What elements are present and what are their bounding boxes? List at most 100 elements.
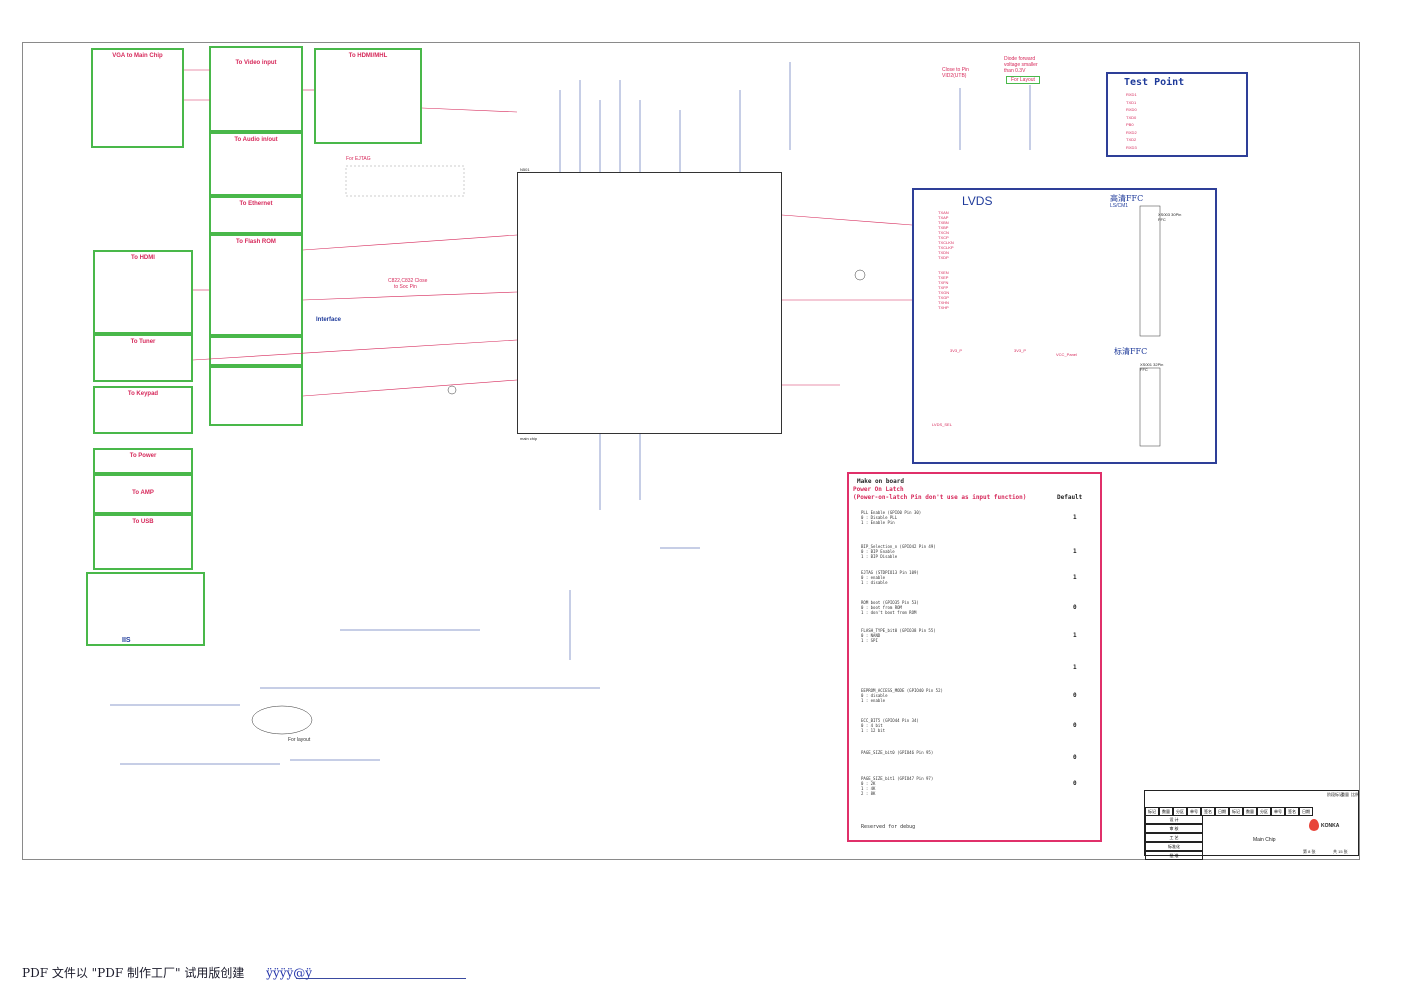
title-block-header-cell: 分区 [1257,807,1271,816]
boot-item-default: 0 [1073,754,1077,761]
main-chip-ref: N501 [520,167,530,172]
lvds-net: TXDP [938,255,949,260]
block-hdmi: To HDMI [93,250,193,334]
boot-item-option: 1 : enable [861,698,886,703]
block-ethernet: To Ethernet [209,196,303,234]
block-keypad-title: To Keypad [127,391,159,397]
title-block-header-cell: 日期 [1299,807,1313,816]
lvds-power-4: LVDS_SEL [932,422,952,427]
block-amp-title: To AMP [132,490,154,496]
title-block-row-cell: 审 核 [1145,824,1203,833]
title-block: 标记数量分区单号签名日期标记数量分区单号签名日期 设 计审 核工 艺标准化批 准… [1144,790,1359,860]
block-hdmi-mhl-title: To HDMI/MHL [348,53,388,59]
boot-item-option: 0 : 4 bit [861,723,883,728]
footer-text: PDF 文件以 "PDF 制作工厂" 试用版创建 ÿÿÿÿ@ÿ [22,964,312,981]
block-vga: VGA to Main Chip [91,48,184,148]
lvds-high-ffc-sub: LS/CM1 [1110,203,1129,209]
test-point-title: Test Point [1124,77,1185,88]
block-tuner-title: To Tuner [130,339,156,345]
title-block-row-cell: 工 艺 [1145,833,1203,842]
boot-item-default: 0 [1073,722,1077,729]
lvds-net: TXFP [938,285,949,290]
footer-link[interactable]: ÿÿÿÿ@ÿ [266,966,313,980]
boot-title-2: Power On Latch [853,486,904,493]
boot-item-option: 1 : BIP Disable [861,554,898,559]
title-block-sheet-title: Main Chip [1253,837,1276,843]
title-block-header-cell: 日期 [1215,807,1229,816]
block-vga-title: VGA to Main Chip [112,53,163,59]
lvds-conn1: XS003 30Pin FFC [1158,212,1182,222]
title-block-header-cell: 单号 [1271,807,1285,816]
schematic-sheet [22,42,1360,860]
block-amp: To AMP [93,474,193,514]
note-diode-1: Diode forward [1004,56,1036,62]
block-power-title: To Power [129,453,157,459]
lvds-net: TXGP [938,295,949,300]
boot-item-option: 0 : disable [861,693,888,698]
title-block-row-cell: 设 计 [1145,815,1203,824]
boot-item-name: PAGE_SIZE_bit0 (GPIO46 Pin 95) [861,750,934,755]
lvds-net: TXCLKP [938,245,954,250]
title-block-sheet-total: 共 15 张 [1333,849,1348,854]
title-block-rows: 设 计审 核工 艺标准化批 准 [1145,815,1203,860]
lvds-net: TXEP [938,275,949,280]
title-block-stage: 阶段标记 [1327,792,1343,797]
boot-item-default: 1 [1073,514,1077,521]
boot-item-option: 0 : Disable PLL [861,515,898,520]
test-point-pin: PB0 [1126,122,1134,127]
block-video-input-title: To Video input [235,60,277,66]
lvds-net: TXDN [938,250,949,255]
title-block-header-cell: 标记 [1229,807,1243,816]
block-video-input: To Video input [209,46,303,132]
lvds-power-2: 3V3_P [1014,348,1027,353]
lvds-net: TXHP [938,305,949,310]
test-point-pin: TXD0 [1126,114,1137,120]
boot-item-option: 1 : SPI [861,638,878,643]
lvds-net: TXBN [938,220,949,225]
boot-item-option: 0 : NAND [861,633,881,638]
boot-item-name: ECC_BIT5 (GPIO44 Pin 34) [861,718,919,723]
boot-item-option: 1 : disable [861,580,888,585]
lvds-net: TXCLKN [938,240,954,245]
block-flash: To Flash ROM [209,234,303,336]
footer-pdf-note: PDF 文件以 "PDF 制作工厂" 试用版创建 [22,966,245,980]
boot-item-option: 0 : 2K [861,781,876,786]
main-chip: N501 main chip [517,167,782,441]
title-block-row-cell: 批 准 [1145,851,1203,860]
lvds-net: TXBP [938,225,949,230]
title-block-header-cell: 数量 [1243,807,1257,816]
note-diode-2: voltage smaller [1004,62,1038,68]
note-close-to-pin: Close to Pin [942,67,969,73]
lvds-net: TXCN [938,230,949,235]
block-hdmi-mhl: To HDMI/MHL [314,48,422,144]
lvds-power-3: VCC_Panel [1056,352,1077,357]
boot-item-default: 0 [1073,780,1077,787]
boot-default: Default [1057,494,1083,501]
lvds-title: LVDS [962,194,993,208]
interface-label: Interface [316,317,342,323]
block-flash-lower [209,336,303,366]
title-block-weight: 重量 [1341,792,1349,797]
boot-item-option: 1 : 4K [861,786,876,791]
title-block-row-cell: 标准化 [1145,842,1203,851]
block-hdmi-title: To HDMI [131,255,155,261]
test-point-pin: RXD0 [1126,107,1137,112]
boot-item-option: 1 : 12 bit [861,728,886,733]
lvds-net: TXAP [938,215,949,220]
footer-underline [296,978,466,979]
boot-item-option: 0 : boot from ROM [861,605,902,610]
block-ethernet-title: To Ethernet [239,201,273,207]
note-diode-3: than 0.3V [1004,68,1026,74]
boot-item-name: ROM boot (GPIO35 Pin 53) [861,600,919,605]
note-for-layout2: For layout [288,737,311,743]
lvds-net: TXFN [938,280,949,285]
konka-logo-icon [1309,819,1319,831]
boot-item-default: 1 [1073,664,1077,671]
title-block-ratio: 比例 [1351,792,1359,797]
boot-title-1: Make on board [857,478,904,485]
boot-reserved: Reserved for debug [861,824,916,830]
boot-item-default: 1 [1073,632,1077,639]
boot-item-name: BIP_Selection_n (GPIO42 Pin 49) [861,544,936,549]
note-cs22: C822,C832 Close [388,278,428,284]
